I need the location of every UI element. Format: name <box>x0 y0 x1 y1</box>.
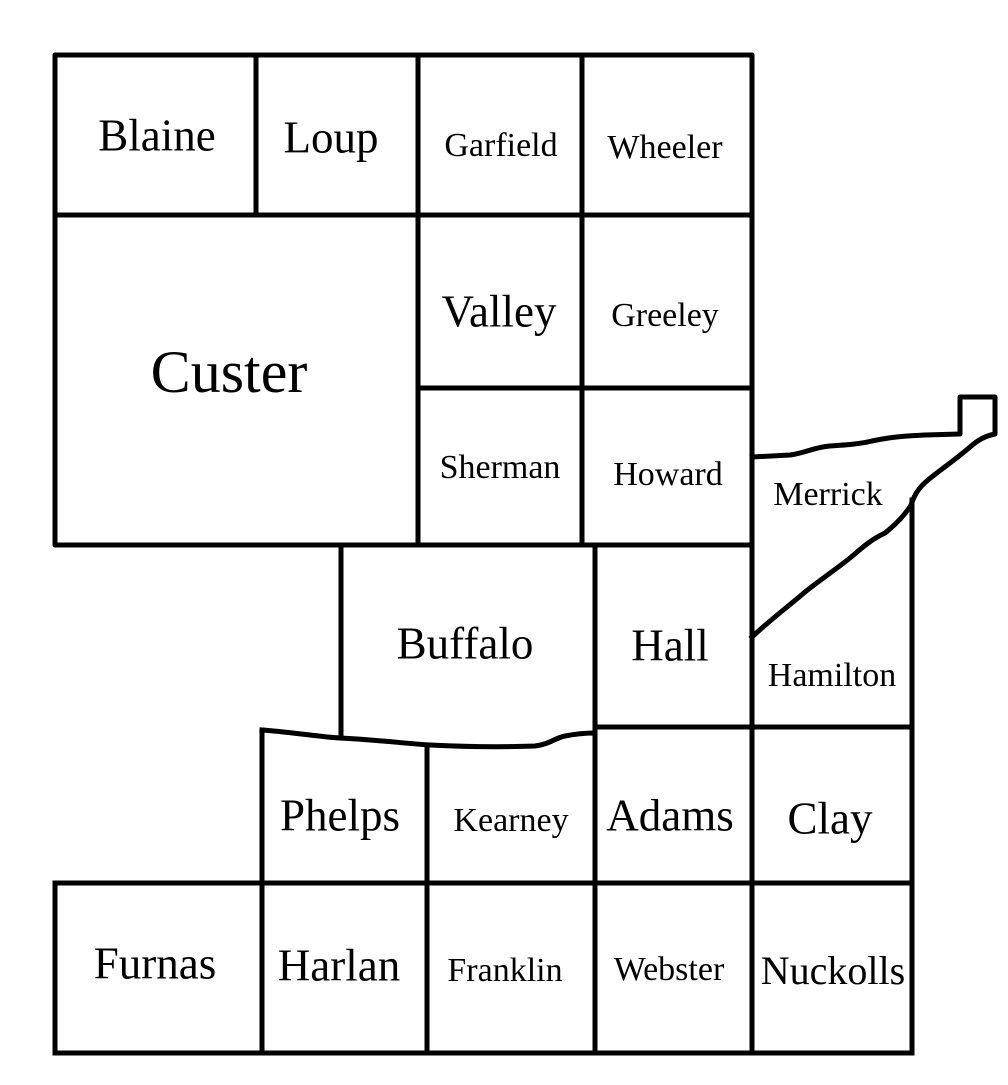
county-custer: Custer <box>151 339 308 405</box>
buffalo-south-border <box>259 727 598 750</box>
county-valley: Valley <box>442 286 557 336</box>
county-hamilton: Hamilton <box>768 657 896 694</box>
county-garfield: Garfield <box>444 127 557 164</box>
county-nuckolls: Nuckolls <box>761 948 905 993</box>
county-hall: Hall <box>631 620 708 670</box>
northern-block-border <box>52 52 755 548</box>
county-labels: Blaine Loup Garfield Wheeler Custer Vall… <box>94 110 905 993</box>
county-webster: Webster <box>614 951 725 988</box>
county-harlan: Harlan <box>278 940 400 990</box>
county-buffalo: Buffalo <box>397 618 534 668</box>
county-adams: Adams <box>606 790 734 840</box>
county-greeley: Greeley <box>611 297 719 334</box>
county-borders <box>52 52 998 1056</box>
county-loup: Loup <box>284 112 379 162</box>
merrick-border <box>748 394 998 641</box>
county-franklin: Franklin <box>447 952 562 989</box>
county-howard: Howard <box>613 456 723 493</box>
county-blaine: Blaine <box>98 110 215 160</box>
county-clay: Clay <box>788 793 873 843</box>
county-kearney: Kearney <box>453 802 568 839</box>
county-phelps: Phelps <box>280 790 400 840</box>
county-furnas: Furnas <box>94 938 217 988</box>
county-merrick: Merrick <box>773 476 883 513</box>
county-sherman: Sherman <box>440 449 561 486</box>
county-wheeler: Wheeler <box>607 129 723 166</box>
